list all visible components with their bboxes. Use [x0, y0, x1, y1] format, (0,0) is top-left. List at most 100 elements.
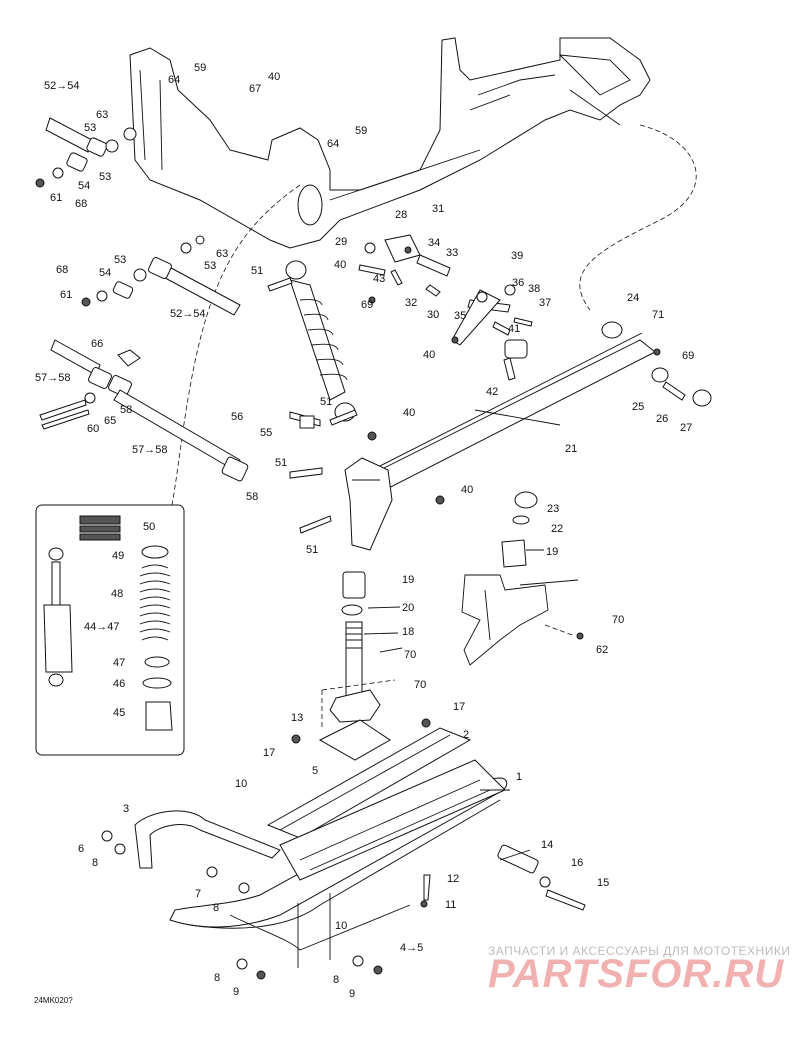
callout: 53	[84, 122, 96, 134]
callout: 28	[395, 209, 407, 221]
watermark-tagline: ЗАПЧАСТИ И АКСЕССУАРЫ ДЛЯ МОТОТЕХНИКИ	[488, 944, 791, 958]
callout: 70	[404, 649, 416, 661]
callout: 9	[233, 986, 239, 998]
callout: 66	[91, 338, 103, 350]
callout: 32	[405, 297, 417, 309]
callout: 53	[99, 171, 111, 183]
diagram-reference-code: 24MK020?	[34, 996, 73, 1005]
callout: 40	[403, 407, 415, 419]
callout: 41	[508, 323, 520, 335]
callout: 29	[335, 236, 347, 248]
callout: 52→54	[170, 308, 205, 320]
callout: 51	[275, 457, 287, 469]
callout: 35	[454, 310, 466, 322]
callout: 27	[680, 422, 692, 434]
callout-labels: 52→54 59 64 40 67 63 53 53 54 61 68 59 6…	[35, 62, 694, 1000]
callout: 42	[486, 386, 498, 398]
chassis-frame	[129, 37, 651, 249]
callout: 51	[320, 396, 332, 408]
callout: 68	[75, 198, 87, 210]
callout: 50	[143, 521, 155, 533]
callout: 14	[541, 839, 553, 851]
callout: 8	[214, 972, 220, 984]
callout: 55	[260, 427, 272, 439]
callout: 67	[249, 83, 261, 95]
callout: 57→58	[35, 372, 70, 384]
callout: 64	[168, 74, 180, 86]
callout: 44→47	[84, 621, 119, 633]
callout: 49	[112, 550, 124, 562]
callout: 59	[194, 62, 206, 74]
callout: 71	[652, 309, 664, 321]
callout: 43	[373, 273, 385, 285]
callout: 68	[56, 264, 68, 276]
callout: 1	[516, 771, 522, 783]
callout: 17	[263, 747, 275, 759]
callout: 58	[246, 491, 258, 503]
callout: 17	[453, 701, 465, 713]
callout: 65	[104, 415, 116, 427]
callout: 23	[547, 503, 559, 515]
callout: 8	[92, 857, 98, 869]
callout: 18	[402, 626, 414, 638]
callout: 21	[565, 443, 577, 455]
callout: 36	[512, 277, 524, 289]
callout: 53	[204, 260, 216, 272]
radius-rod	[289, 321, 712, 551]
callout: 30	[427, 309, 439, 321]
upper-arm-assembly	[35, 117, 241, 316]
callout: 54	[99, 267, 111, 279]
callout: 37	[539, 297, 551, 309]
spindle-ghost	[461, 491, 584, 666]
lower-arm-assembly	[39, 339, 321, 482]
callout: 63	[96, 109, 108, 121]
callout: 52→54	[44, 80, 79, 92]
callout: 26	[656, 413, 668, 425]
callout: 70	[414, 679, 426, 691]
callout: 40	[268, 71, 280, 83]
callout: 22	[551, 523, 563, 535]
callout: 46	[113, 678, 125, 690]
callout: 69	[682, 350, 694, 362]
frame-link-line	[579, 124, 697, 311]
shock-link-line	[171, 184, 301, 506]
leader-lines	[363, 409, 579, 861]
callout: 53	[114, 254, 126, 266]
callout: 9	[349, 988, 355, 1000]
callout: 34	[428, 237, 440, 249]
callout: 60	[87, 423, 99, 435]
callout: 33	[446, 247, 458, 259]
callout: 38	[528, 283, 540, 295]
callout: 57→58	[132, 444, 167, 456]
ski-assembly	[101, 718, 586, 980]
watermark-logo: PARTSFOR.RU	[488, 952, 785, 996]
callout: 63	[216, 248, 228, 260]
callout: 69	[361, 299, 373, 311]
callout: 19	[546, 546, 558, 558]
callout: 19	[402, 574, 414, 586]
callout: 40	[334, 259, 346, 271]
callout: 8	[213, 902, 219, 914]
callout: 62	[596, 644, 608, 656]
callout: 56	[231, 411, 243, 423]
spindle-stack	[321, 571, 396, 730]
callout: 4→5	[400, 942, 423, 954]
callout: 6	[78, 843, 84, 855]
callout: 10	[335, 920, 347, 932]
callout: 24	[627, 292, 639, 304]
callout: 48	[111, 588, 123, 600]
callout: 39	[511, 250, 523, 262]
callout: 16	[571, 857, 583, 869]
callout: 31	[432, 203, 444, 215]
callout: 51	[306, 544, 318, 556]
callout: 11	[445, 899, 456, 911]
callout: 25	[632, 401, 644, 413]
callout: 15	[597, 877, 609, 889]
callout: 8	[333, 974, 339, 986]
callout: 5	[312, 765, 318, 777]
callout: 40	[461, 484, 473, 496]
callout: 45	[113, 707, 125, 719]
shock-absorber	[267, 260, 358, 426]
callout: 64	[327, 138, 339, 150]
steering-pivot-parts	[358, 234, 533, 381]
